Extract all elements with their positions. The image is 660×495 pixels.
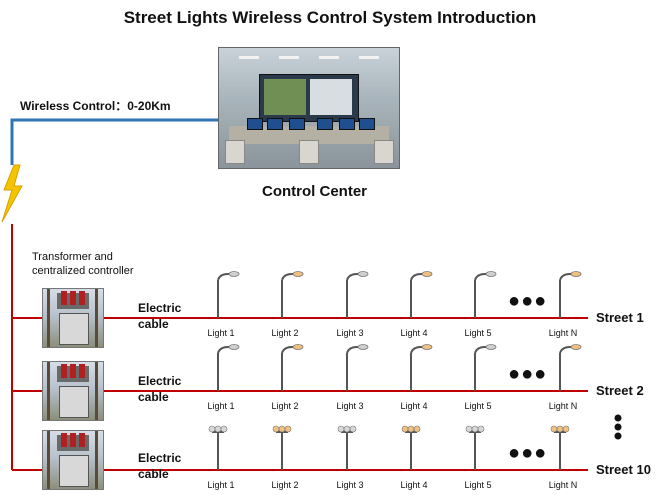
street-name-label: Street 1 [596, 310, 644, 325]
control-center-label: Control Center [262, 183, 367, 200]
street-light-lamp-icon [228, 344, 240, 350]
street-light-lamp-icon [357, 271, 369, 277]
electric-cable-label: Electric cable [138, 301, 182, 331]
street-light-lamp-icon [208, 425, 216, 433]
street-light-lamp-icon [407, 425, 415, 433]
street-light-lamp-icon [485, 271, 497, 277]
electric-cable-label: Electric cable [138, 451, 182, 481]
street-light-lamp-icon [292, 271, 304, 277]
street-light-arm [217, 346, 234, 354]
light-label: Light 2 [271, 328, 299, 338]
light-label: Light 1 [207, 328, 235, 338]
street-light-lamp-icon [343, 425, 351, 433]
light-label: Light 2 [271, 401, 299, 411]
light-label: Light 1 [207, 401, 235, 411]
street-light-lamp-icon [413, 425, 421, 433]
street-light-lamp-icon [562, 425, 570, 433]
street-light-lamp-icon [421, 271, 433, 277]
light-label: Light 4 [400, 480, 428, 490]
street-light-lamp-icon [349, 425, 357, 433]
street-light-arm [217, 273, 234, 281]
light-label: Light N [548, 401, 578, 411]
light-label: Light 5 [464, 401, 492, 411]
diagram-title: Street Lights Wireless Control System In… [123, 8, 537, 27]
light-label: Light 3 [336, 480, 364, 490]
street-light-lamp-icon [556, 425, 564, 433]
light-label: Light 4 [400, 328, 428, 338]
wireless-control-label: Wireless Control：0-20Km [20, 99, 171, 113]
street-light-lamp-icon [337, 425, 345, 433]
light-label: Light 3 [336, 328, 364, 338]
light-label: Light 2 [271, 480, 299, 490]
ellipsis-dots: ●●● [508, 290, 548, 312]
street-light-arm [474, 346, 491, 354]
street-light-arm [559, 346, 576, 354]
light-label: Light N [548, 480, 578, 490]
vertical-ellipsis-dot [614, 432, 622, 440]
vertical-ellipsis-dot [614, 423, 622, 431]
street-light-lamp-icon [477, 425, 485, 433]
light-label: Light N [548, 328, 578, 338]
street-light-arm [346, 346, 363, 354]
street-light-arm [559, 273, 576, 281]
wireless-link-line [10, 118, 218, 165]
street-light-lamp-icon [357, 344, 369, 350]
street-light-lamp-icon [570, 344, 582, 350]
transformer-image [42, 361, 104, 421]
light-label: Light 4 [400, 401, 428, 411]
street-light-lamp-icon [228, 271, 240, 277]
control-center-photo [218, 47, 400, 169]
street-light-arm [474, 273, 491, 281]
light-label: Light 3 [336, 401, 364, 411]
street-light-arm [346, 273, 363, 281]
street-light-lamp-icon [220, 425, 228, 433]
street-light-lamp-icon [284, 425, 292, 433]
transformer-image [42, 288, 104, 348]
vertical-ellipsis-dot [614, 414, 622, 422]
light-label: Light 5 [464, 480, 492, 490]
street-name-label: Street 10 [596, 462, 651, 477]
street-light-lamp-icon [401, 425, 409, 433]
street-light-lamp-icon [485, 344, 497, 350]
street-name-label: Street 2 [596, 383, 644, 398]
street-light-arm [410, 346, 427, 354]
transformer-label: Transformer and centralized controller [32, 251, 134, 277]
light-label: Light 1 [207, 480, 235, 490]
street-light-arm [281, 273, 298, 281]
street-light-lamp-icon [465, 425, 473, 433]
street-light-arm [281, 346, 298, 354]
street-light-lamp-icon [292, 344, 304, 350]
street-light-lamp-icon [550, 425, 558, 433]
street-light-lamp-icon [421, 344, 433, 350]
street-light-lamp-icon [471, 425, 479, 433]
electric-cable-label: Electric cable [138, 374, 182, 404]
street-light-lamp-icon [272, 425, 280, 433]
transformer-image [42, 430, 104, 490]
ellipsis-dots: ●●● [508, 363, 548, 385]
ellipsis-dots: ●●● [508, 442, 548, 464]
street-light-lamp-icon [214, 425, 222, 433]
street-light-arm [410, 273, 427, 281]
street-light-lamp-icon [278, 425, 286, 433]
street-light-lamp-icon [570, 271, 582, 277]
light-label: Light 5 [464, 328, 492, 338]
lightning-bolt-icon [1, 164, 23, 223]
